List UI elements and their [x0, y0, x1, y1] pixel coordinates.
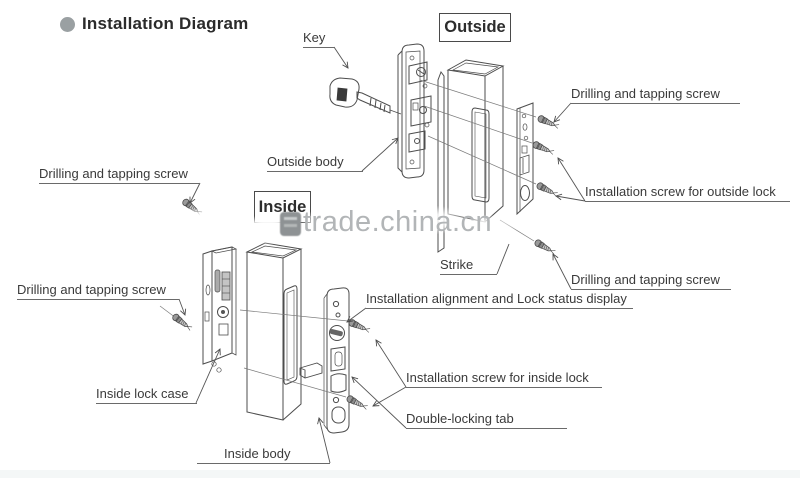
strike-drawing [516, 102, 534, 216]
outside-screws [531, 114, 561, 257]
label-installation-screw-inside: Installation screw for inside lock [406, 370, 602, 388]
label-drilling-tapping-screw-right-lower: Drilling and tapping screw [571, 272, 731, 290]
key-drawing [329, 77, 402, 115]
label-inside-body: Inside body [197, 446, 330, 464]
outside-section-tag: Outside [439, 13, 511, 42]
title-text: Installation Diagram [82, 14, 249, 33]
inside-lock-case-drawing [202, 246, 238, 373]
title-bullet-icon [60, 16, 75, 32]
label-installation-alignment: Installation alignment and Lock status d… [366, 291, 633, 309]
page-title: Installation Diagram [60, 14, 248, 34]
watermark-seal [280, 212, 301, 236]
label-key: Key [303, 30, 335, 48]
label-outside-body: Outside body [267, 154, 363, 172]
label-installation-screw-outside: Installation screw for outside lock [585, 184, 790, 202]
inside-body-drawing [323, 287, 350, 434]
inside-screw-axis-lines [159, 305, 349, 398]
label-strike: Strike [440, 257, 497, 275]
label-drilling-tapping-screw-right-top: Drilling and tapping screw [571, 86, 740, 104]
label-inside-lock-case: Inside lock case [96, 386, 197, 404]
watermark-text: trade.china.cn [303, 206, 493, 238]
outside-body-drawing [397, 43, 432, 179]
label-drilling-tapping-screw-left-top: Drilling and tapping screw [39, 166, 200, 184]
label-double-locking-tab: Double-locking tab [406, 411, 567, 429]
inside-door-stile-drawing [245, 242, 323, 421]
label-drilling-tapping-screw-left-mid: Drilling and tapping screw [17, 282, 179, 300]
